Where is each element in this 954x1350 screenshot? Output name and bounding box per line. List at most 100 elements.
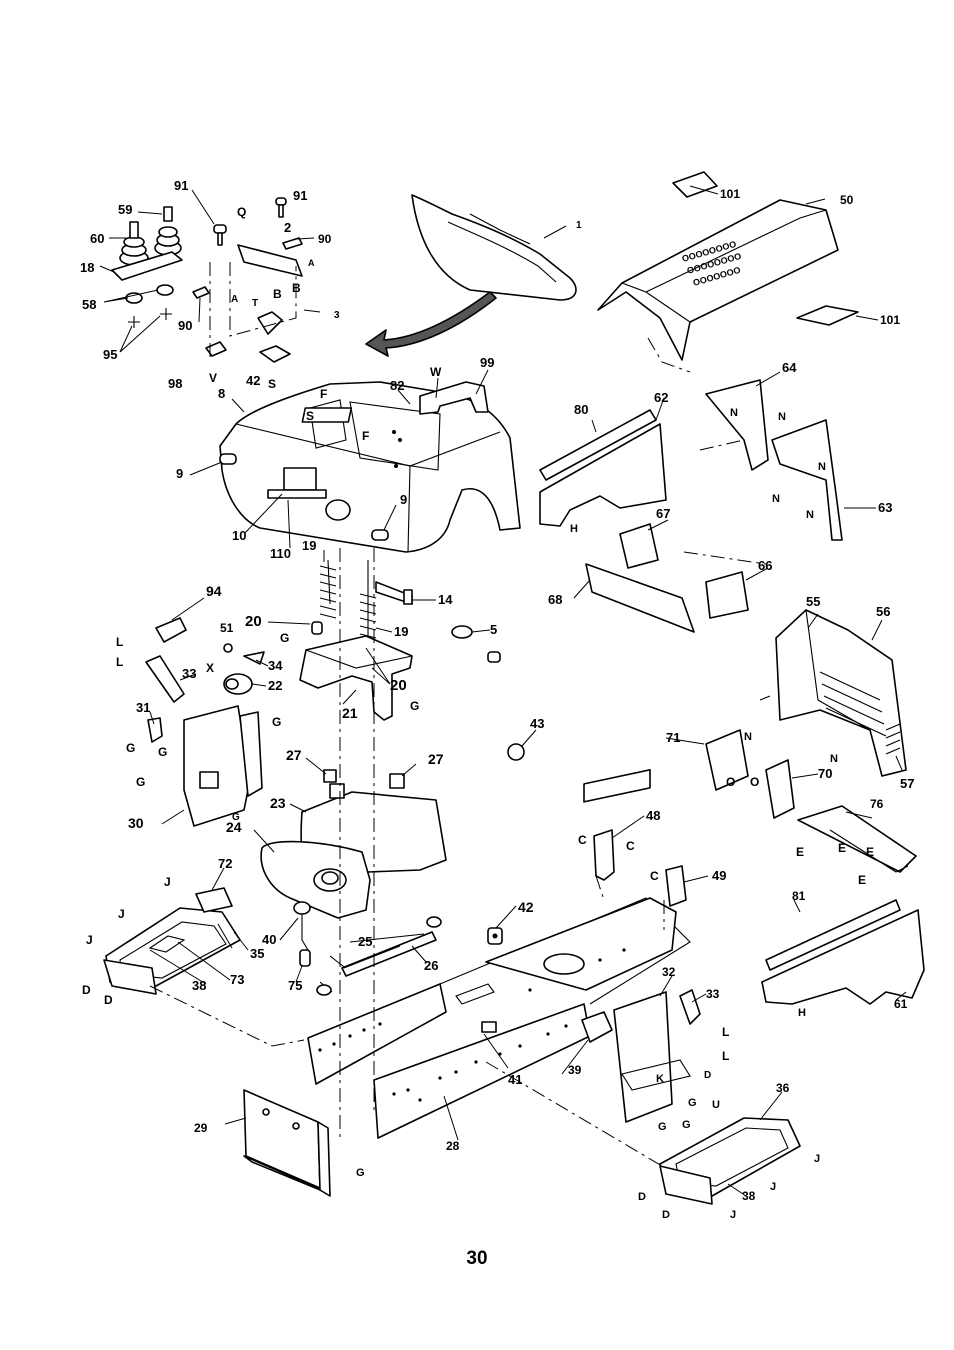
callout-73: 73 [230, 972, 244, 987]
alignment-lines [149, 337, 771, 1167]
ref-letter: H [570, 523, 578, 535]
seat-spring-assembly [111, 206, 183, 328]
callout-55: 55 [806, 594, 820, 609]
callout-25: 25 [358, 934, 372, 949]
ref-letter: G [232, 812, 240, 823]
callout-51: 51 [220, 621, 234, 635]
callout-64: 64 [782, 360, 797, 375]
callout-59: 59 [118, 202, 132, 217]
callout-91: 91 [293, 188, 307, 203]
callout-14: 14 [438, 592, 453, 607]
bolts [213, 197, 287, 246]
ref-letter: E [866, 845, 874, 859]
ref-letter: J [86, 933, 93, 947]
ref-letter: D [638, 1191, 646, 1203]
callout-19: 19 [302, 538, 316, 553]
ref-letter: D [104, 993, 113, 1007]
battery-tray-right [659, 1117, 801, 1205]
callout-8: 8 [218, 386, 225, 401]
callout-90: 90 [178, 318, 192, 333]
ref-letter: S [306, 409, 314, 423]
nut-51 [223, 643, 233, 653]
main-frame [307, 769, 691, 1139]
ref-letter: G [658, 1121, 667, 1133]
callout-27: 27 [286, 747, 302, 763]
callout-68: 68 [548, 592, 562, 607]
bracket-70 [765, 759, 795, 819]
callout-80: 80 [574, 402, 588, 417]
ref-letter: F [320, 387, 327, 401]
callout-50: 50 [840, 193, 854, 207]
callout-27: 27 [428, 751, 444, 767]
leader-lines [99, 185, 907, 1197]
callout-29: 29 [194, 1121, 208, 1135]
ref-letter: J [814, 1153, 820, 1165]
callout-39: 39 [568, 1063, 582, 1077]
callout-61: 61 [894, 997, 908, 1011]
callout-33: 33 [706, 987, 720, 1001]
seat-pan-bracket [205, 244, 303, 363]
ref-letter: N [772, 493, 780, 505]
ref-letter: J [770, 1181, 776, 1193]
pad-90-b [192, 286, 210, 299]
callout-9: 9 [400, 492, 407, 507]
callout-31: 31 [136, 700, 150, 715]
ref-letter: B [292, 281, 301, 295]
curved-arrow [365, 291, 497, 357]
callout-20: 20 [390, 677, 407, 694]
ref-letter: L [722, 1049, 729, 1063]
ref-letter: G [136, 775, 145, 789]
callout-24: 24 [226, 819, 242, 835]
callout-58: 58 [82, 297, 96, 312]
ref-letter: G [682, 1119, 691, 1131]
bracket-49 [665, 865, 687, 907]
ref-letter: G [158, 745, 167, 759]
ref-letter: G [280, 631, 289, 645]
battery-tray-left [103, 887, 241, 995]
ref-letter: N [730, 407, 738, 419]
ref-letter: G [410, 699, 419, 713]
fender-bracket [299, 635, 413, 721]
fastener-42 [487, 927, 503, 945]
ref-letter: S [268, 377, 276, 391]
ref-letter: B [273, 287, 282, 301]
ref-letter: L [116, 635, 123, 649]
callout-101: 101 [720, 187, 740, 201]
bracket-71 [705, 729, 749, 791]
callout-98: 98 [168, 376, 182, 391]
ref-letter: K [656, 1073, 664, 1085]
clamp-94 [155, 617, 187, 643]
ref-letter: F [362, 429, 369, 443]
callout-43: 43 [530, 716, 544, 731]
callout-26: 26 [424, 958, 438, 973]
ref-letter: N [778, 411, 786, 423]
ref-letter: N [818, 461, 826, 473]
ref-letter: G [688, 1097, 697, 1109]
callout-49: 49 [712, 868, 726, 883]
decal-bottom [796, 305, 859, 326]
callout-2: 2 [284, 220, 291, 235]
seat [411, 194, 577, 301]
rear-plate [243, 1089, 331, 1197]
callout-23: 23 [270, 795, 286, 811]
callout-99: 99 [480, 355, 494, 370]
ref-letter: E [838, 841, 846, 855]
callout-19: 19 [394, 624, 408, 639]
callout-71: 71 [666, 730, 680, 745]
callout-94: 94 [206, 583, 222, 599]
callout-48: 48 [646, 808, 660, 823]
ref-letter: G [126, 741, 135, 755]
ref-letter: X [206, 661, 214, 675]
ref-letter: C [578, 833, 587, 847]
callout-60: 60 [90, 231, 104, 246]
callout-56: 56 [876, 604, 890, 619]
callout-22: 22 [268, 678, 282, 693]
lower-panels [761, 899, 925, 1005]
ref-letter: V [209, 371, 217, 385]
fuel-tank [260, 769, 447, 919]
callout-38: 38 [192, 978, 206, 993]
ref-letter: N [830, 753, 838, 765]
callout-1: 1 [576, 220, 582, 231]
ref-letter: O [750, 775, 759, 789]
